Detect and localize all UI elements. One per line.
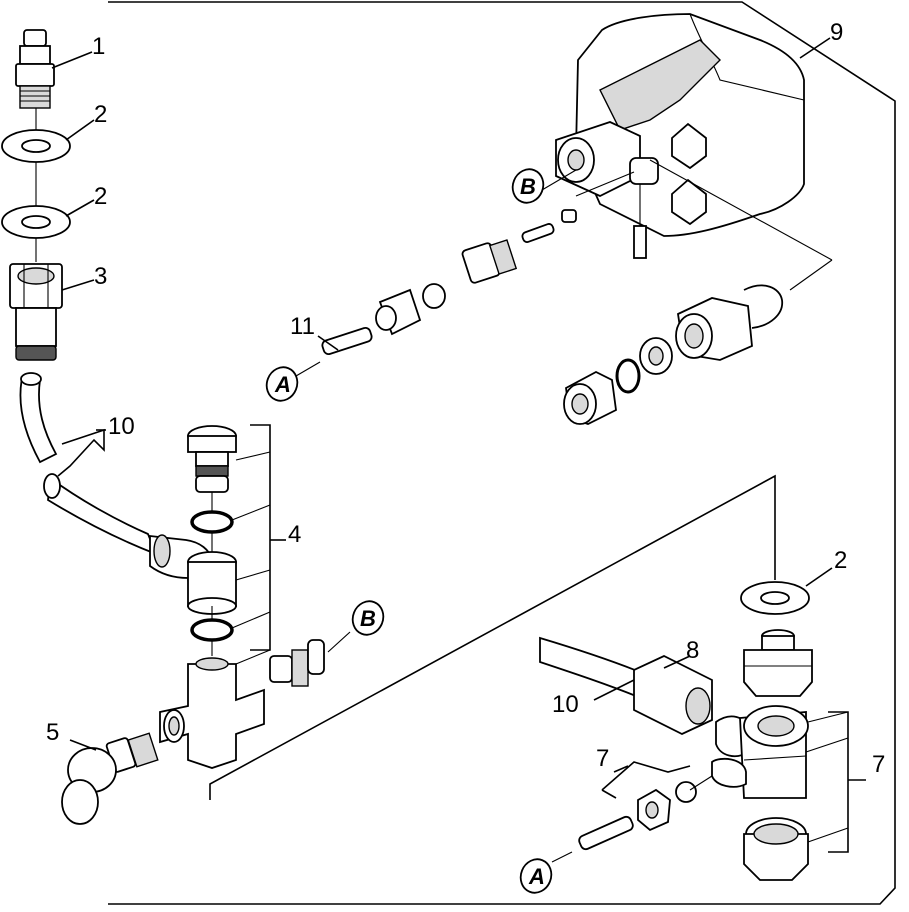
callout-2-right: 2: [834, 547, 847, 574]
ref-a-upper-label: A: [274, 372, 291, 397]
part-10-hose-left: [19, 372, 158, 556]
part-7-nipple-bottom: [743, 817, 809, 881]
part-7-tee-fitting: [711, 705, 809, 799]
callout-10-right: 10: [552, 691, 579, 718]
ref-b-upper-label: B: [520, 174, 536, 199]
part-4-o-ring-upper: [190, 510, 234, 534]
ref-mark-a-lower: A: [519, 858, 553, 894]
ref-a-lower-label: A: [528, 864, 545, 889]
callout-5: 5: [46, 719, 59, 746]
callout-8: 8: [686, 637, 699, 664]
part-9-valve-parts: [563, 159, 833, 425]
callout-2-upper: 2: [94, 101, 107, 128]
ref-mark-b-middle: B: [351, 600, 385, 636]
leader-lines: [51, 37, 833, 751]
diagram-frame: [108, 1, 896, 905]
part-4-cross-fitting: [159, 657, 265, 769]
part-1-coupling-nipple: [15, 29, 55, 109]
callout-7-middle: 7: [596, 745, 609, 772]
callout-7-bracket-right: [805, 711, 866, 853]
ref-b-middle-label: B: [360, 606, 376, 631]
callout-11: 11: [290, 313, 315, 340]
part-7-small-fittings: [578, 781, 697, 851]
part-inlet-chain: [321, 209, 577, 355]
callout-3: 3: [94, 263, 107, 290]
callout-10-left: 10: [108, 413, 135, 440]
part-5-nipple-with-cap: [61, 732, 159, 825]
part-2-washer-lower: [1, 205, 71, 239]
part-4-o-ring-lower: [190, 618, 234, 642]
callout-7-right: 7: [872, 751, 885, 778]
callout-numbers: 1 2 2 3 10 4 5 9 11 2 8 10 7 7: [46, 19, 885, 778]
callout-7-bracket-middle: [601, 761, 691, 799]
callout-2-leader-bracket: [209, 474, 776, 800]
part-2-washer-right: [740, 581, 810, 615]
callout-1: 1: [92, 33, 105, 60]
part-2-washer-upper: [1, 129, 71, 163]
part-3-adaptor: [9, 263, 63, 361]
part-4-plug: [187, 425, 237, 493]
ref-mark-b-upper: B: [511, 168, 545, 204]
callout-4-bracket: [231, 424, 286, 665]
callout-9: 9: [830, 19, 843, 46]
part-4-elbow: [149, 534, 237, 615]
part-9-pump-housing: [555, 13, 805, 259]
ref-mark-a-upper: A: [265, 366, 299, 402]
part-nipple-top-right: [743, 629, 813, 697]
callout-4: 4: [288, 521, 301, 548]
part-10-hose-right: [539, 636, 713, 735]
part-nipple-right: [269, 639, 325, 687]
callout-2-lower: 2: [94, 183, 107, 210]
